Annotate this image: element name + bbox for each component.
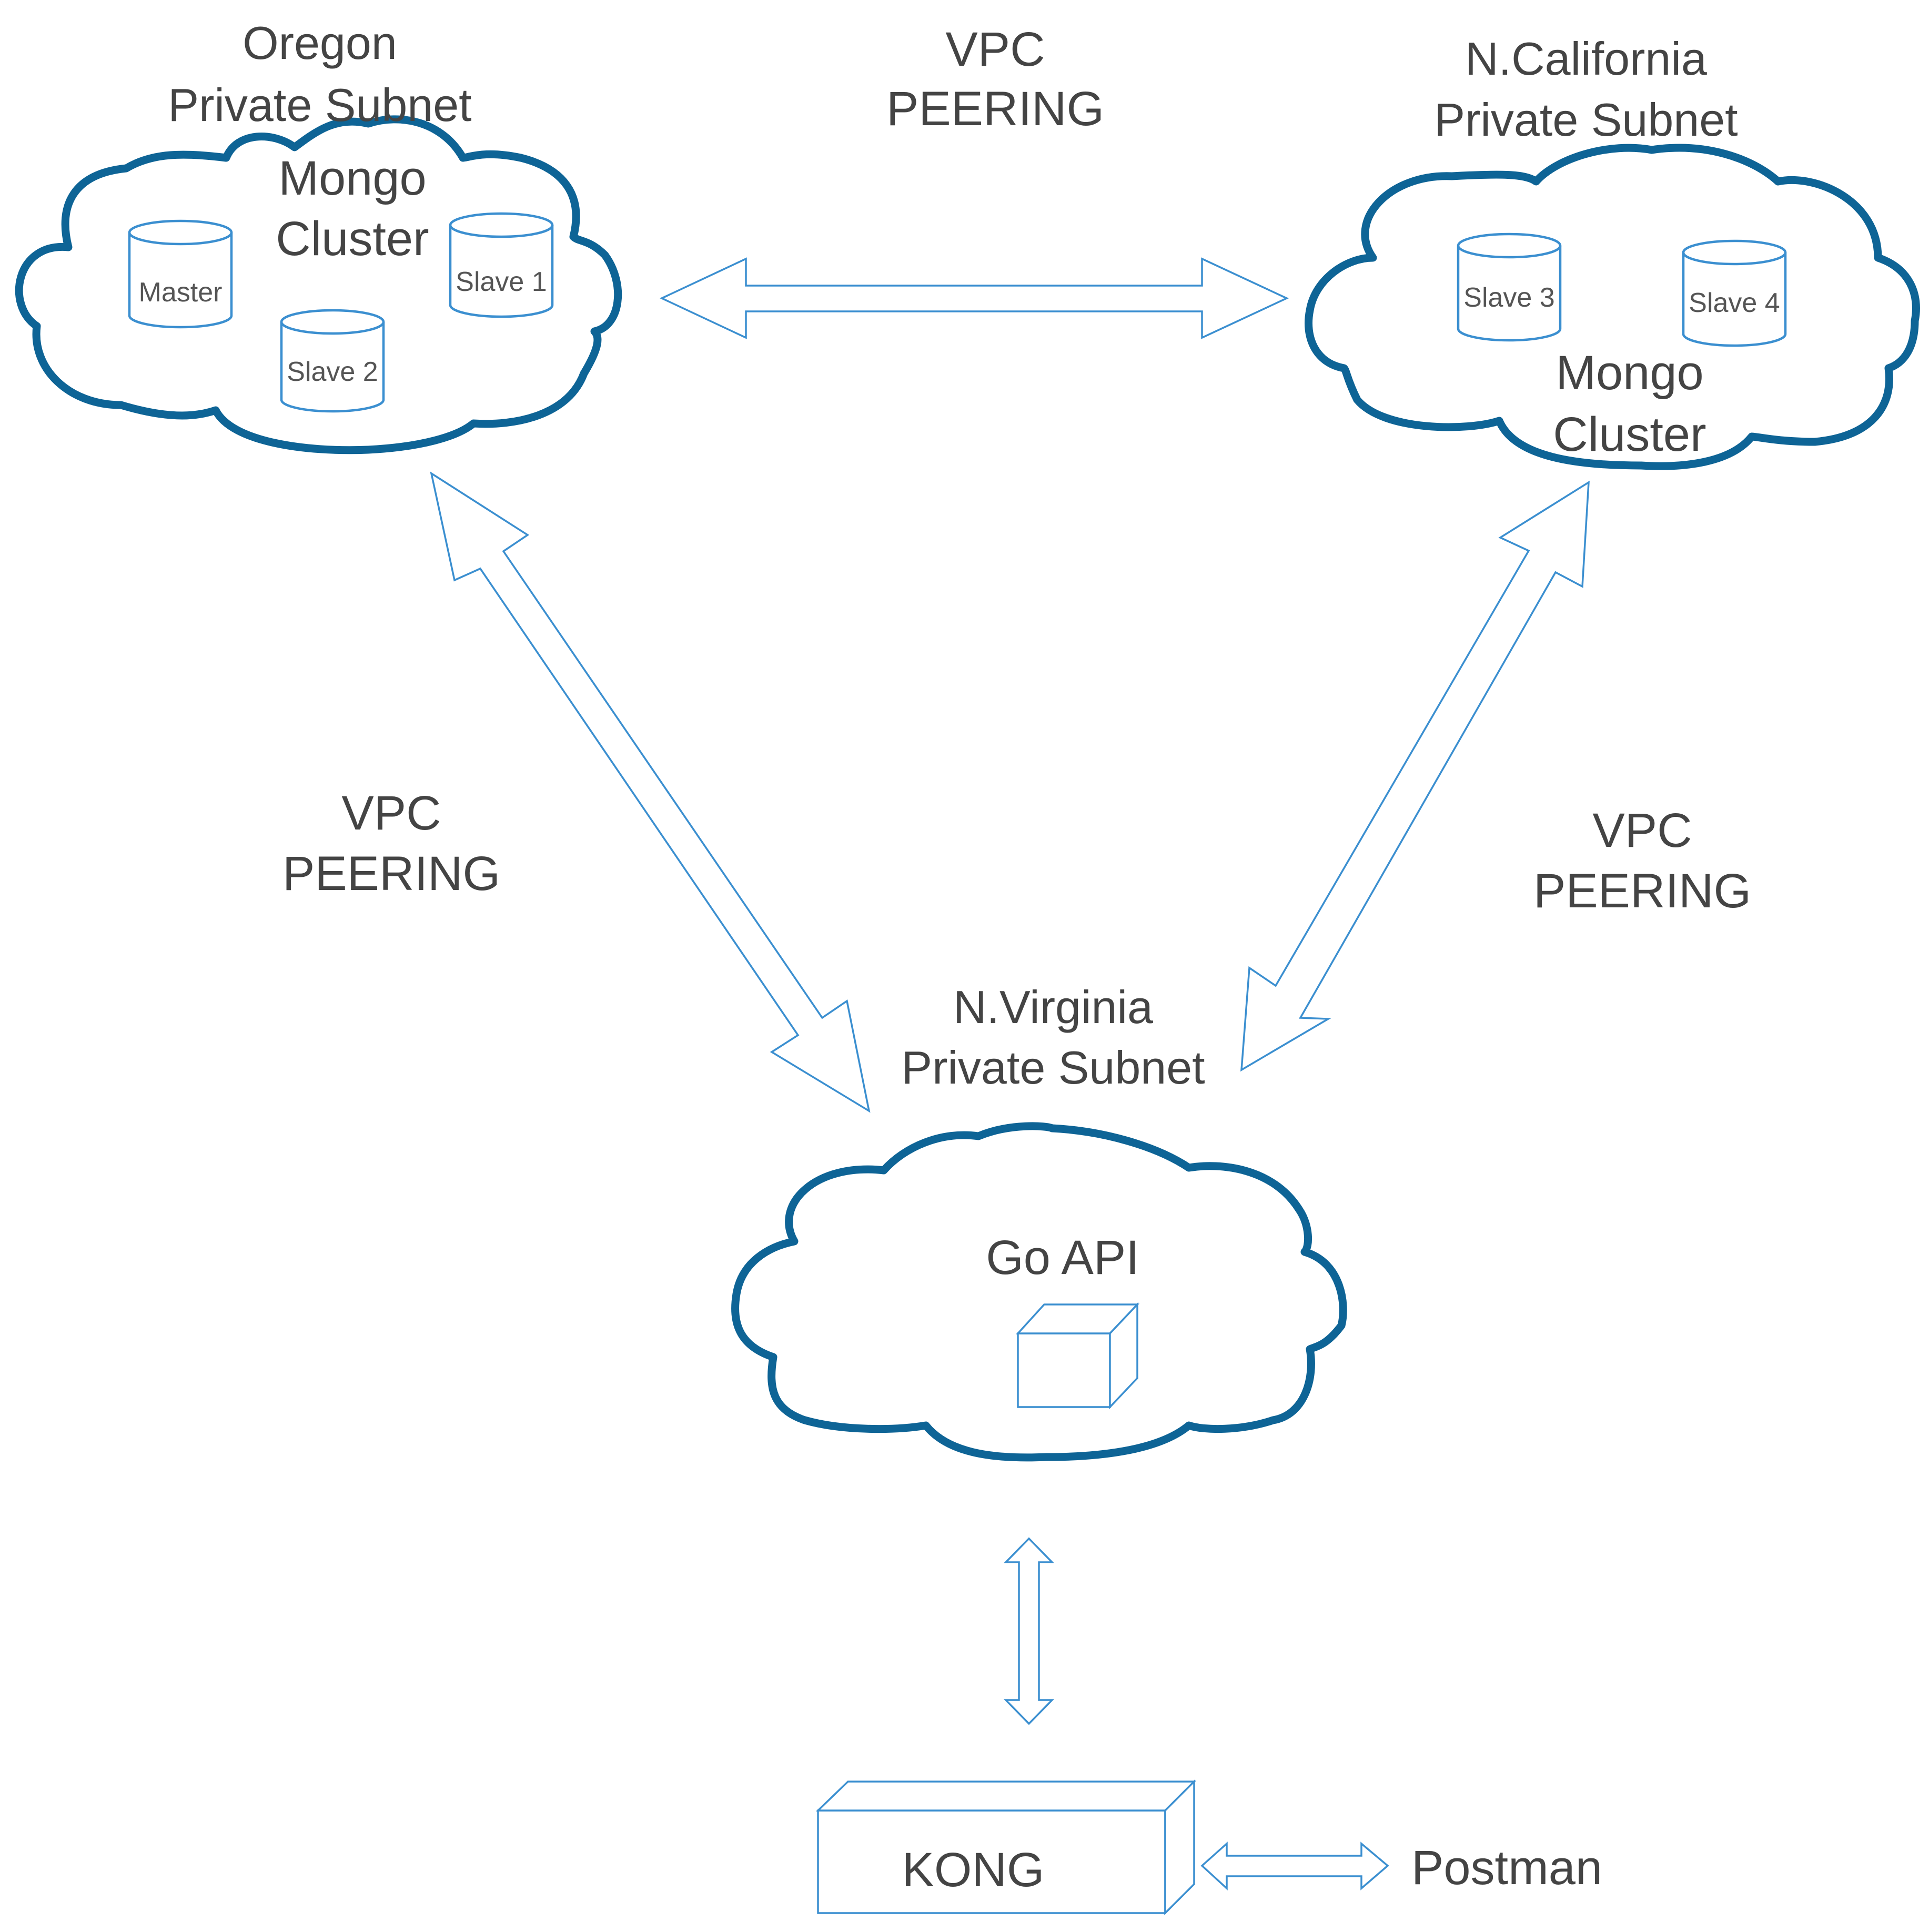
go-api-label: Go API: [986, 1231, 1139, 1284]
right-peering-arrow-icon: [1240, 480, 1590, 1072]
db-label-master: Master: [139, 277, 223, 308]
oregon-cluster-label-2: Cluster: [276, 212, 429, 266]
database-icon: Slave 3: [1457, 232, 1562, 342]
database-icon: Slave 4: [1682, 239, 1787, 347]
postman-label: Postman: [1411, 1841, 1602, 1895]
oregon-subnet-label: Private Subnet: [168, 79, 471, 131]
database-icon: Slave 2: [280, 309, 385, 413]
right-peering-label-2: PEERING: [1533, 864, 1751, 918]
cube-icon: [1016, 1302, 1140, 1410]
db-label-slave-3: Slave 3: [1463, 282, 1554, 313]
oregon-cloud-icon: [15, 115, 622, 454]
nvirginia-region-name: N.Virginia: [953, 981, 1153, 1033]
kong-gateway: KONG: [815, 1779, 1197, 1916]
nvirginia-cloud-icon: [731, 1122, 1347, 1462]
db-label-slave-4: Slave 4: [1689, 288, 1780, 318]
ncalifornia-subnet-label: Private Subnet: [1434, 94, 1738, 146]
left-peering-label-1: VPC: [341, 786, 441, 840]
ncalifornia-cluster-label-2: Cluster: [1553, 408, 1706, 461]
nvirginia-subnet-label: Private Subnet: [901, 1041, 1205, 1094]
api-kong-arrow-icon: [1003, 1537, 1055, 1725]
kong-postman-arrow-icon: [1200, 1842, 1389, 1890]
top-peering-label-1: VPC: [945, 23, 1045, 76]
database-icon: Slave 1: [449, 212, 554, 318]
database-icon: Master: [128, 219, 233, 329]
oregon-region: Oregon Private Subnet Mongo Cluster Mast…: [15, 17, 622, 454]
db-label-slave-1: Slave 1: [456, 267, 547, 297]
ncalifornia-region-name: N.California: [1465, 33, 1707, 85]
left-peering-label-2: PEERING: [282, 847, 500, 901]
top-peering-label-2: PEERING: [886, 82, 1104, 136]
db-label-slave-2: Slave 2: [287, 357, 378, 387]
oregon-region-name: Oregon: [243, 17, 397, 69]
ncalifornia-cluster-label-1: Mongo: [1556, 346, 1703, 400]
nvirginia-region: N.Virginia Private Subnet Go API: [731, 981, 1347, 1462]
ncalifornia-cloud-icon: [1305, 144, 1920, 470]
left-peering-arrow-icon: [430, 471, 871, 1113]
right-peering-label-1: VPC: [1592, 804, 1692, 857]
oregon-cluster-label-1: Mongo: [278, 151, 426, 205]
ncalifornia-region: N.California Private Subnet Mongo Cluste…: [1305, 33, 1920, 470]
top-peering-arrow-icon: [659, 257, 1289, 339]
kong-label: KONG: [902, 1843, 1045, 1897]
